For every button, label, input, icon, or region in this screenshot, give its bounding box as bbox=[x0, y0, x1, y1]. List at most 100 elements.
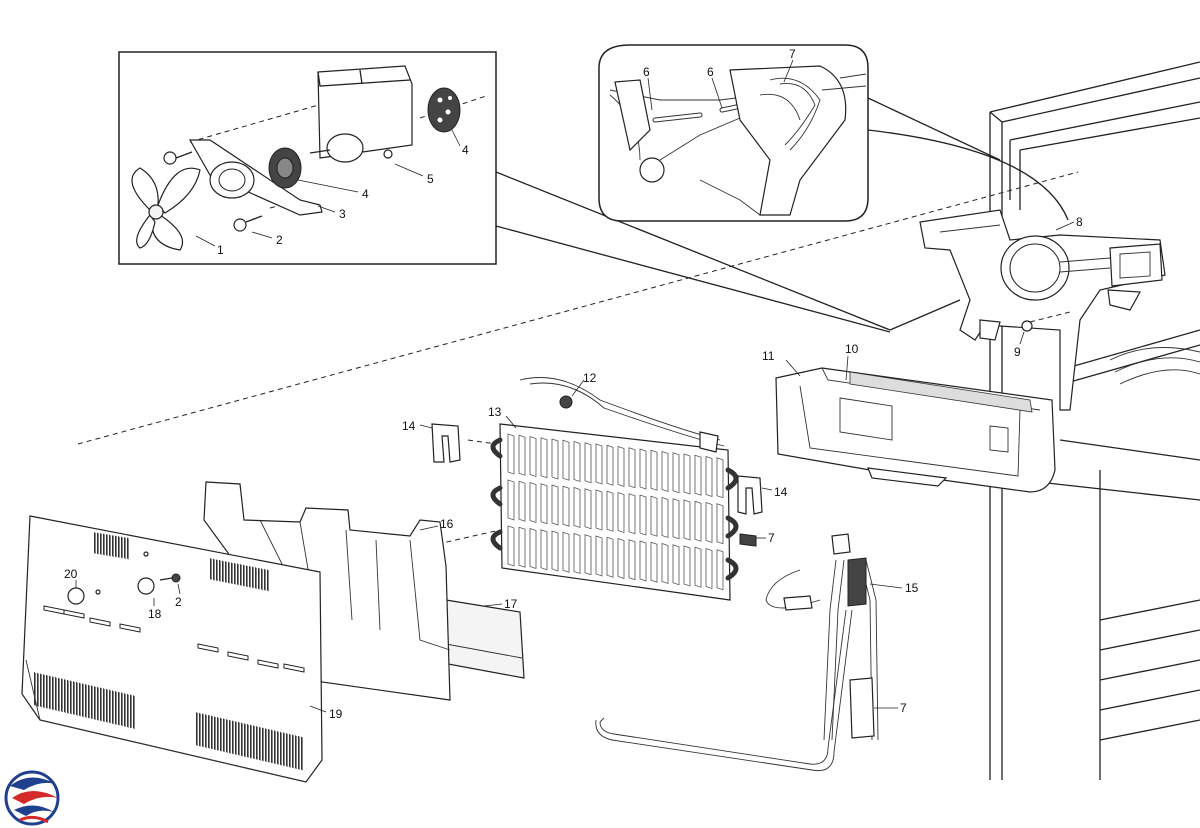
evaporator-fin bbox=[529, 527, 537, 570]
clip-slot bbox=[227, 651, 249, 661]
callout-17: 17 bbox=[504, 597, 518, 611]
vent-slot bbox=[73, 681, 75, 716]
evaporator-fin bbox=[672, 544, 680, 586]
callout-4b: 4 bbox=[462, 143, 469, 157]
vent-slot bbox=[264, 568, 266, 591]
fan-bracket: 8 9 bbox=[919, 209, 1166, 411]
vent-slot bbox=[219, 559, 221, 582]
callout-5: 5 bbox=[427, 172, 434, 186]
callout-6a: 6 bbox=[643, 65, 650, 79]
evaporator-fin bbox=[518, 434, 526, 476]
vent-slot bbox=[277, 730, 279, 765]
evaporator-cover: 20 18 2 19 bbox=[21, 515, 343, 783]
evaporator-fin bbox=[661, 542, 669, 585]
evaporator-fin bbox=[529, 481, 537, 524]
vent-slot bbox=[271, 729, 273, 764]
callout-11: 11 bbox=[762, 349, 775, 363]
vent-slot bbox=[94, 532, 96, 554]
evaporator-fin bbox=[595, 489, 603, 531]
evaporator-fin bbox=[683, 545, 691, 587]
vent-slot bbox=[130, 694, 132, 729]
evaporator-fin bbox=[628, 447, 636, 489]
evaporator-fin bbox=[584, 488, 592, 530]
evaporator-fin bbox=[540, 437, 548, 479]
clip-slot bbox=[283, 663, 305, 673]
vent-slot bbox=[199, 712, 201, 747]
evaporator-fin bbox=[705, 501, 713, 544]
evaporator-fin bbox=[683, 453, 691, 495]
vent-slot bbox=[115, 535, 117, 558]
evaporator-fin bbox=[540, 529, 548, 571]
vent-slot bbox=[283, 732, 285, 767]
vent-slot bbox=[225, 561, 227, 583]
evaporator-fin bbox=[683, 499, 691, 541]
callout-9: 9 bbox=[1014, 345, 1021, 359]
vent-slot bbox=[79, 682, 81, 717]
evaporator-fin bbox=[617, 445, 625, 488]
vent-slot bbox=[211, 715, 213, 750]
evaporator-fin bbox=[650, 495, 658, 537]
vent-slot bbox=[268, 728, 270, 763]
vent-slot bbox=[235, 721, 237, 756]
evaporator-fin bbox=[595, 535, 603, 577]
vent-slot bbox=[289, 733, 291, 768]
vent-slot bbox=[261, 568, 263, 591]
defrost-heater: 15 7 bbox=[595, 533, 919, 772]
vent-slot bbox=[64, 679, 66, 713]
insulation-strip: 17 bbox=[445, 597, 525, 679]
callout-10: 10 bbox=[845, 342, 859, 356]
vent-slot bbox=[286, 733, 288, 767]
evaporator-fin bbox=[507, 479, 515, 521]
evaporator-fin bbox=[672, 452, 680, 494]
vent-slot bbox=[262, 727, 264, 762]
evaporator-fin bbox=[661, 496, 669, 539]
evaporator-fin bbox=[639, 448, 647, 490]
vent-slot bbox=[237, 563, 239, 586]
evaporator-fin bbox=[617, 491, 625, 534]
vent-slot bbox=[234, 562, 236, 585]
callout-1: 1 bbox=[217, 243, 224, 257]
evaporator-fin bbox=[639, 494, 647, 536]
evaporator-fin bbox=[551, 530, 559, 572]
callout-15: 15 bbox=[905, 581, 919, 595]
grommet bbox=[268, 147, 302, 189]
vent-slot bbox=[100, 533, 102, 555]
vent-slot bbox=[37, 672, 39, 707]
evaporator-fin bbox=[716, 457, 724, 499]
callout-14b: 14 bbox=[774, 485, 788, 499]
vent-slot bbox=[100, 687, 102, 722]
vent-slot bbox=[208, 714, 210, 749]
vent-slot bbox=[46, 674, 48, 709]
vent-slot bbox=[250, 724, 252, 759]
evaporator-fin bbox=[705, 455, 713, 498]
evaporator-fin bbox=[573, 486, 581, 529]
screw bbox=[163, 151, 193, 165]
vent-slot bbox=[85, 683, 87, 718]
vent-slot bbox=[88, 684, 90, 719]
duct-panel: 16 bbox=[203, 481, 454, 701]
vent-slot bbox=[223, 718, 225, 753]
evaporator-fin bbox=[650, 449, 658, 491]
vent-slot bbox=[106, 534, 108, 556]
vent-slot bbox=[241, 722, 243, 757]
vent-slot bbox=[259, 726, 261, 761]
callout-7a: 7 bbox=[789, 47, 796, 61]
vent-slot bbox=[220, 717, 222, 752]
evaporator-fin bbox=[716, 549, 724, 591]
alignment-line bbox=[467, 439, 497, 445]
vent-slot bbox=[49, 675, 51, 710]
vent-slot bbox=[301, 736, 303, 771]
vent-slot bbox=[112, 690, 114, 725]
vent-slot bbox=[267, 569, 269, 592]
evaporator-fin bbox=[562, 439, 570, 481]
vent-slot bbox=[94, 686, 96, 720]
vent-slot bbox=[229, 719, 231, 754]
vent-slot bbox=[133, 695, 135, 730]
vent-slot bbox=[231, 562, 233, 585]
vent-slot bbox=[112, 535, 114, 557]
vent-slot bbox=[109, 534, 111, 557]
evaporator-fin bbox=[584, 534, 592, 576]
vent-slot bbox=[121, 536, 123, 559]
vent-slot bbox=[121, 692, 123, 727]
